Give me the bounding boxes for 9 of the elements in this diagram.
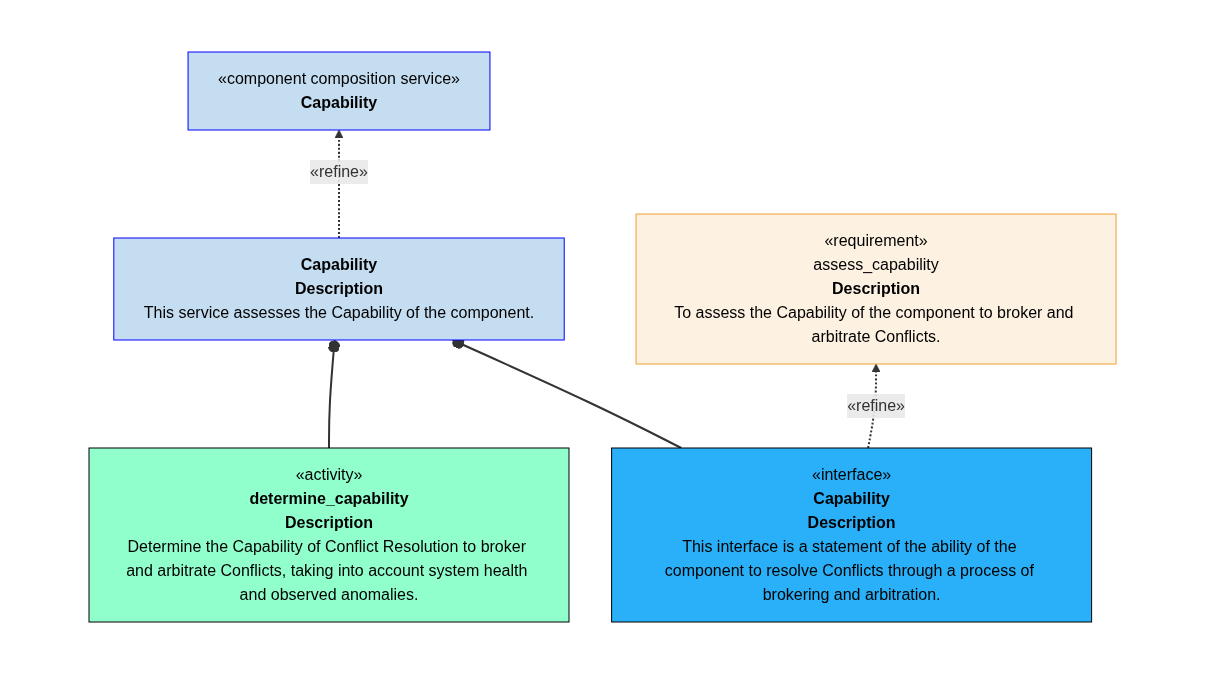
- node-box: Capability Description This service assesses the Capability of the component.: [113, 237, 566, 341]
- node-box: «component composition service» Capability: [188, 51, 491, 131]
- node-box: «activity» determine_capability Description Determine the Capability of Conflict Resolution to broker and arbitrate Conflicts, taking into account system health and observed anomalies.: [88, 447, 570, 623]
- edge-label: «refine»: [847, 397, 906, 414]
- connector: [328, 339, 341, 449]
- edge-label: «refine»: [310, 163, 369, 180]
- node-box: «requirement» assess_capability Description To assess the Capability of the component to broker and arbitrate Conflicts.: [636, 213, 1118, 365]
- node-box: «interface» Capability Description This interface is a statement of the ability of the component to resolve Conflicts through a process of brokering and arbitration.: [611, 447, 1093, 623]
- arrow: [335, 129, 344, 239]
